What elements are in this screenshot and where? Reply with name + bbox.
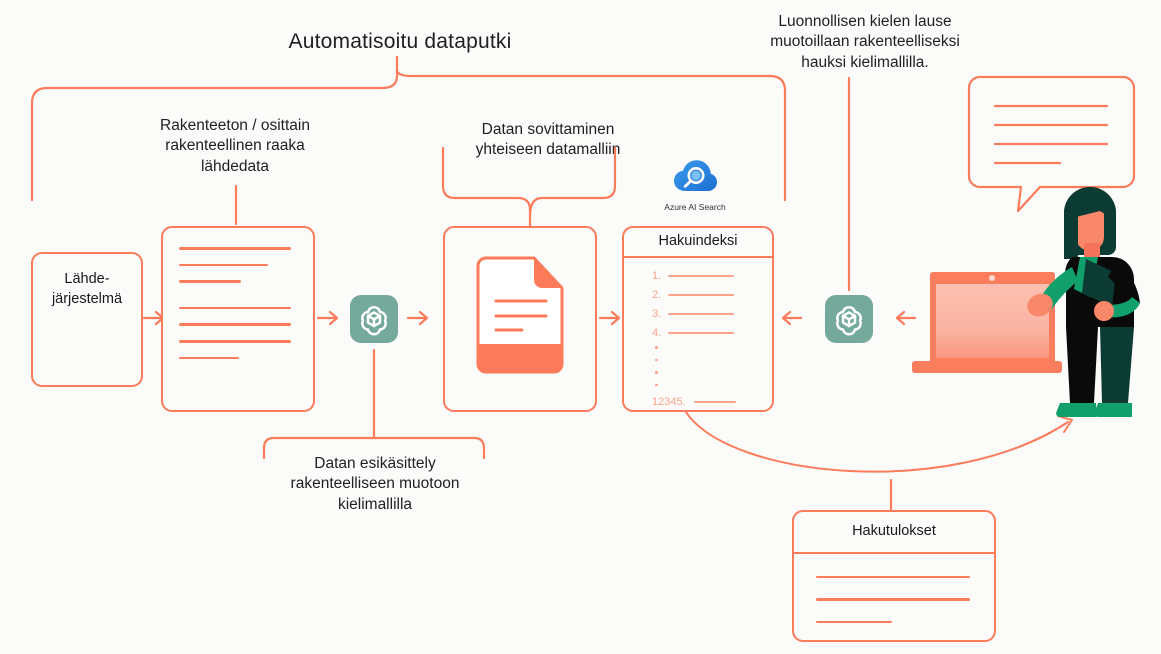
connector-raw-data [234,184,238,226]
person-illustration [1027,187,1140,417]
node-search-index[interactable]: Hakuindeksi 1. 2. 3. 4. 12345. [622,226,774,412]
azure-ai-search: Azure AI Search [650,158,740,216]
search-results-line [816,576,970,579]
search-index-item-number: 1. [652,270,662,282]
raw-data-line [179,323,291,326]
annotation-preprocess-line-3: kielimallilla [337,495,413,513]
annotation-preprocess-line-1: Datan esikäsittely [314,455,436,472]
arrow-document-to-index [598,310,621,326]
azure-ai-search-icon [674,160,717,191]
node-document-box[interactable] [443,226,597,412]
annotation-nl-query-line-1: Luonnollisen kielen lause [778,13,952,30]
mapping-bracket [441,146,617,234]
connector-search-results [889,478,893,512]
search-index-item-line [668,312,734,316]
search-index-item-line [668,331,734,335]
search-index-header-label: Hakuindeksi [658,233,738,250]
search-results-header-label: Hakutulokset [852,523,936,540]
node-raw-data-box[interactable] [161,226,315,412]
search-results-lines [794,554,994,624]
document-icon [476,256,564,374]
pipeline-bracket [30,69,787,202]
search-index-item-number: 2. [652,289,662,301]
search-results-line [816,620,892,624]
preprocess-bracket [262,348,486,460]
chatgpt-icon-query[interactable] [825,295,873,343]
node-source-system[interactable]: Lähde- järjestelmä [31,252,143,387]
raw-data-line [179,306,291,310]
source-system-label-line-1: Lähde- [64,271,110,287]
annotation-preprocess: Datan esikäsittely rakenteelliseen muoto… [262,454,488,515]
arrow-index-to-user-curved [685,411,1073,473]
source-system-label-line-2: järjestelmä [51,290,123,307]
search-index-list: 1. 2. 3. 4. 12345. [624,258,772,408]
raw-data-line [179,280,241,283]
annotation-mapping-line-1: Datan sovittaminen [481,121,615,138]
search-results-line [816,598,970,601]
chatgpt-logo-icon [361,305,387,336]
raw-data-lines [163,228,313,360]
annotation-preprocess-line-2: rakenteelliseen muotoon [290,475,460,493]
annotation-nl-query: Luonnollisen kielen lause muotoillaan ra… [740,12,990,73]
raw-data-line [179,263,268,267]
annotation-raw-data: Rakenteeton / osittain rakenteellinen ra… [135,116,335,177]
search-index-item-line [668,274,734,278]
arrow-llm-query-from-index [781,310,803,326]
chatgpt-logo-icon [836,305,862,336]
chatgpt-icon-preprocess[interactable] [350,295,398,343]
pipeline-bracket-stem [395,56,399,70]
search-index-item-line [668,293,734,297]
laptop-illustration [912,272,1062,373]
speech-bubble [967,75,1136,213]
azure-ai-search-label: Azure AI Search [664,202,726,212]
search-index-item-number: 4. [652,327,662,339]
connector-nl-query [847,76,851,292]
annotation-mapping: Datan sovittaminen yhteiseen datamalliin [443,120,653,161]
raw-data-line [179,339,291,343]
raw-data-line [179,356,239,360]
search-results-header: Hakutulokset [794,512,994,554]
annotation-raw-data-line-1: Rakenteeton / osittain [160,117,310,134]
arrow-llm-to-document [406,310,429,326]
page-title: Automatisoitu dataputki [288,30,512,53]
search-index-ellipsis [655,346,772,387]
arrow-raw-to-llm [316,310,339,326]
search-index-item-line [694,401,736,404]
search-index-last-item-number: 12345. [652,396,686,409]
annotation-nl-query-line-3: hauksi kielimallilla. [801,53,929,71]
annotation-raw-data-line-2: rakenteellinen raaka [165,137,305,155]
raw-data-line [179,247,291,250]
arrow-user-to-llm-query [895,310,917,326]
annotation-mapping-line-2: yhteiseen datamalliin [475,141,621,159]
node-search-results[interactable]: Hakutulokset [792,510,996,642]
search-index-item-number: 3. [652,308,662,320]
search-index-header: Hakuindeksi [624,228,772,258]
source-system-label: Lähde- järjestelmä [33,254,141,309]
annotation-nl-query-line-2: muotoillaan rakenteelliseksi [770,33,960,51]
annotation-raw-data-line-3: lähdedata [200,157,270,175]
